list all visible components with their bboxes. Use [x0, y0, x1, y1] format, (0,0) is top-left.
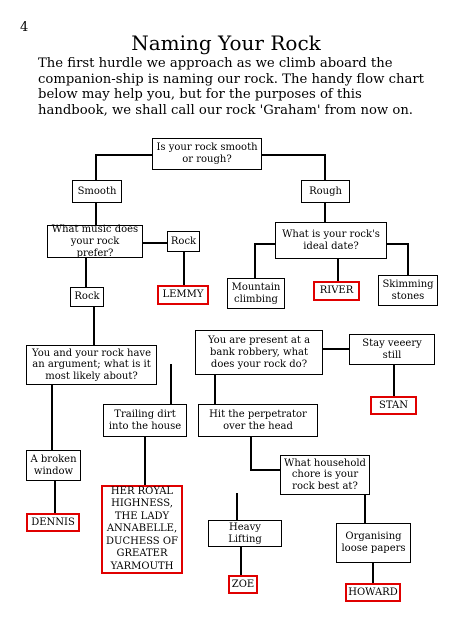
node-howard: HOWARD	[345, 583, 401, 602]
node-skimming-stones: Skimming stones	[378, 275, 438, 306]
node-broken-window: A broken window	[26, 450, 81, 481]
node-stan: STAN	[370, 396, 417, 415]
node-dennis: DENNIS	[26, 513, 80, 532]
connector-rough	[262, 154, 326, 180]
node-date-question: What is your rock's ideal date?	[275, 222, 387, 259]
connector-smooth	[95, 154, 152, 180]
node-argument-question: You and your rock have an argument; what…	[26, 345, 157, 385]
node-mountain-climbing: Mountain climbing	[227, 278, 285, 309]
node-rock: Rock	[167, 231, 200, 252]
node-trailing-dirt: Trailing dirt into the house	[103, 404, 187, 437]
node-stay-still: Stay veeery still	[349, 334, 435, 365]
node-heavy-lifting: Heavy Lifting	[208, 520, 282, 547]
node-smooth-or-rough: Is your rock smooth or rough?	[152, 138, 262, 170]
node-her-royal-highness: HER ROYAL HIGHNESS, THE LADY ANNABELLE, …	[101, 485, 183, 574]
intro-paragraph: The first hurdle we approach as we climb…	[38, 56, 424, 118]
node-rock-2: Rock	[70, 287, 104, 307]
node-zoe: ZOE	[228, 575, 258, 594]
connector-mountain	[254, 243, 275, 278]
connector-skimming	[387, 243, 409, 275]
node-robbery-question: You are present at a bank robbery, what …	[195, 330, 323, 375]
connector-chore	[250, 437, 280, 471]
node-smooth: Smooth	[72, 180, 122, 203]
node-music-question: What music does your rock prefer?	[47, 224, 143, 259]
node-river: RIVER	[313, 281, 360, 301]
node-hit-perpetrator: Hit the perpetrator over the head	[198, 404, 318, 437]
page-number: 4	[20, 20, 29, 35]
node-chore-question: What household chore is your rock best a…	[280, 455, 370, 495]
page-title: Naming Your Rock	[131, 31, 321, 56]
node-organising: Organising loose papers	[336, 523, 411, 563]
node-lemmy: LEMMY	[157, 285, 209, 305]
node-rough: Rough	[301, 180, 350, 203]
